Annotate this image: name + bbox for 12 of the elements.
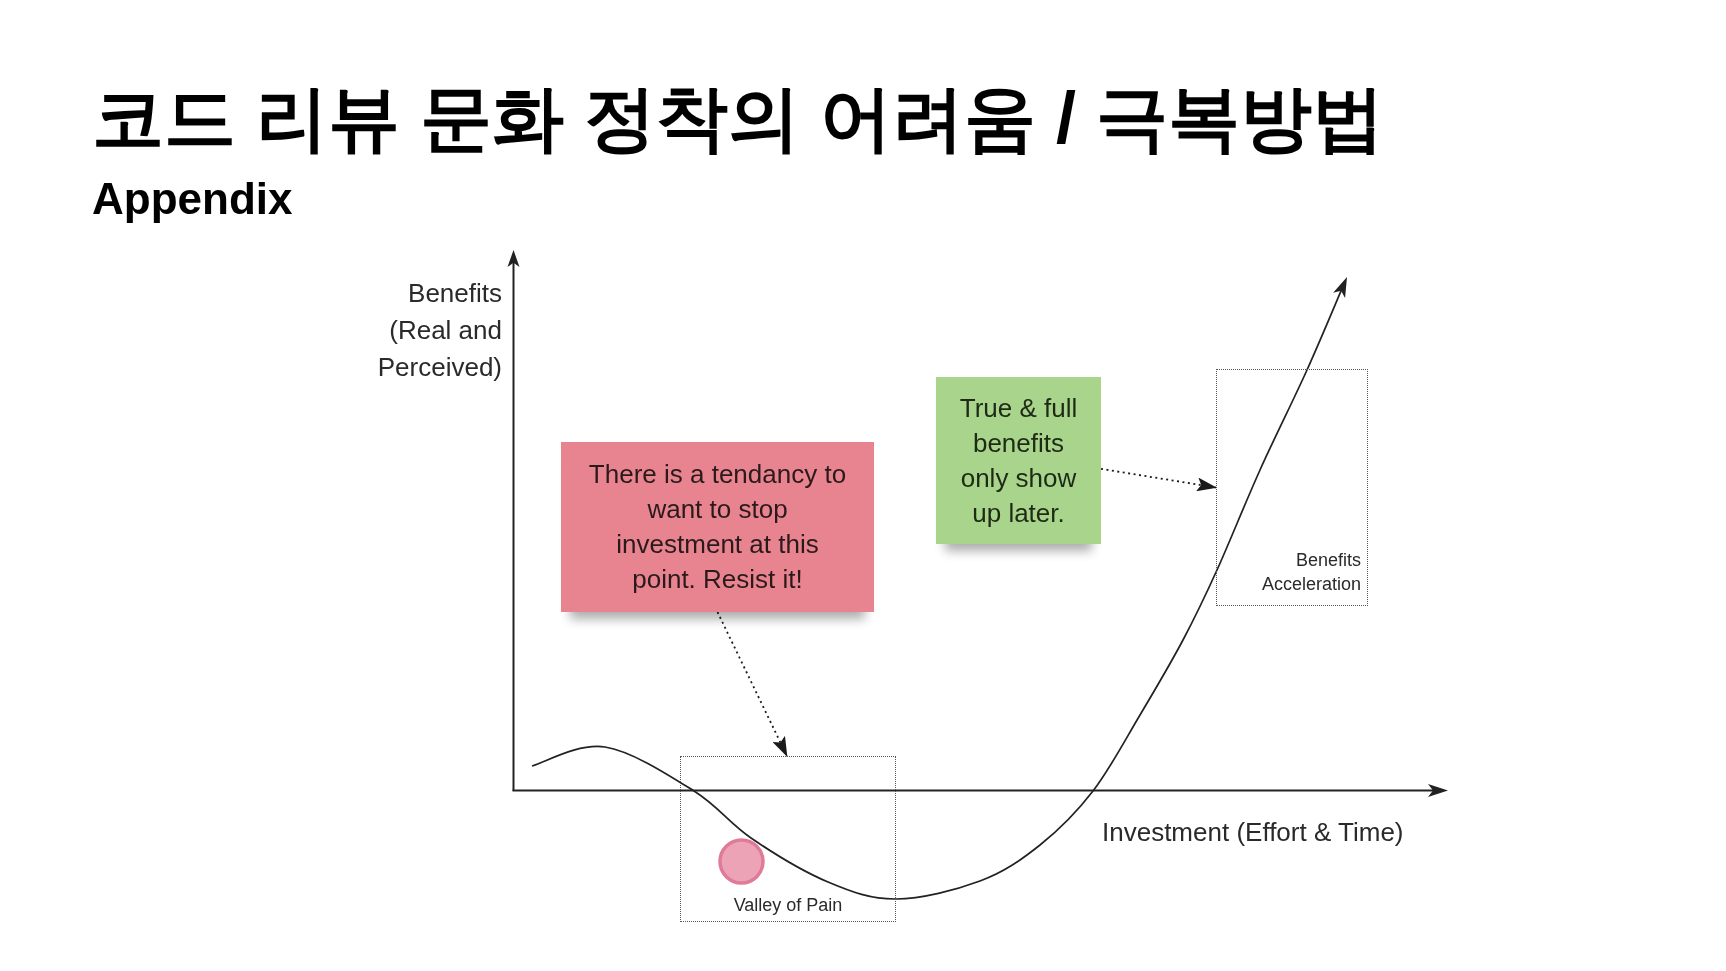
axis-label: Benefits (Real and Perceived) bbox=[376, 277, 502, 384]
frame-label: Valley of Pain bbox=[733, 894, 843, 917]
axis-label: Investment (Effort & Time) bbox=[1102, 816, 1404, 849]
dotted-frame bbox=[680, 756, 896, 922]
sticky-note: True & full benefits only show up later. bbox=[936, 377, 1101, 544]
slide-title: 코드 리뷰 문화 정착의 어려움 / 극복방법 bbox=[92, 78, 1385, 158]
dotted-arrow bbox=[1100, 467, 1217, 492]
frame-label: Benefits Acceleration bbox=[1260, 549, 1361, 596]
dotted-frame bbox=[1216, 369, 1368, 606]
dotted-arrow bbox=[716, 611, 788, 757]
sticky-note: There is a tendancy to want to stop investment at this point. Resist it! bbox=[561, 442, 874, 612]
subtitle: Appendix bbox=[92, 174, 293, 224]
